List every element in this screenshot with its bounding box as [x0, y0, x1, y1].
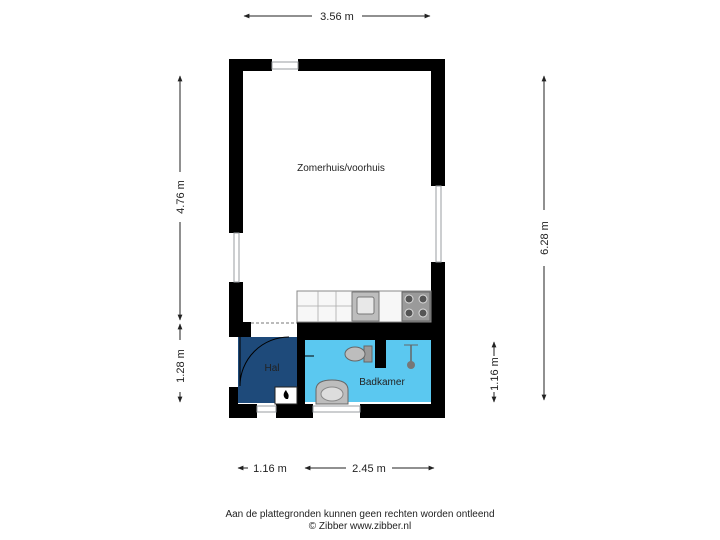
- hall-door: [239, 336, 290, 387]
- shower-icon: [404, 344, 418, 369]
- dim-lower-left-height: 1.28 m: [175, 349, 187, 383]
- washbasin-icon: [315, 379, 349, 405]
- toilet-icon: [344, 345, 373, 363]
- dimension-lines: [177, 13, 547, 471]
- room-label-hall: Hal: [264, 363, 279, 374]
- dim-bottom-left-width: 1.16 m: [253, 463, 287, 475]
- dim-bottom-right-width: 2.45 m: [352, 463, 386, 475]
- footer-disclaimer: Aan de plattegronden kunnen geen rechten…: [225, 509, 495, 520]
- dim-total-width: 3.56 m: [320, 11, 354, 23]
- dim-lower-right-height: 1.16 m: [489, 357, 501, 391]
- footer-copyright: © Zibber www.zibber.nl: [308, 521, 412, 532]
- dim-upper-height: 4.76 m: [175, 180, 187, 214]
- heater-icon: [274, 386, 298, 405]
- room-label-main: Zomerhuis/voorhuis: [297, 163, 385, 174]
- dim-total-height: 6.28 m: [539, 221, 551, 255]
- kitchen-counter: [296, 290, 432, 323]
- walls: [229, 59, 445, 418]
- room-label-bathroom: Badkamer: [359, 377, 405, 388]
- windows: [233, 61, 442, 413]
